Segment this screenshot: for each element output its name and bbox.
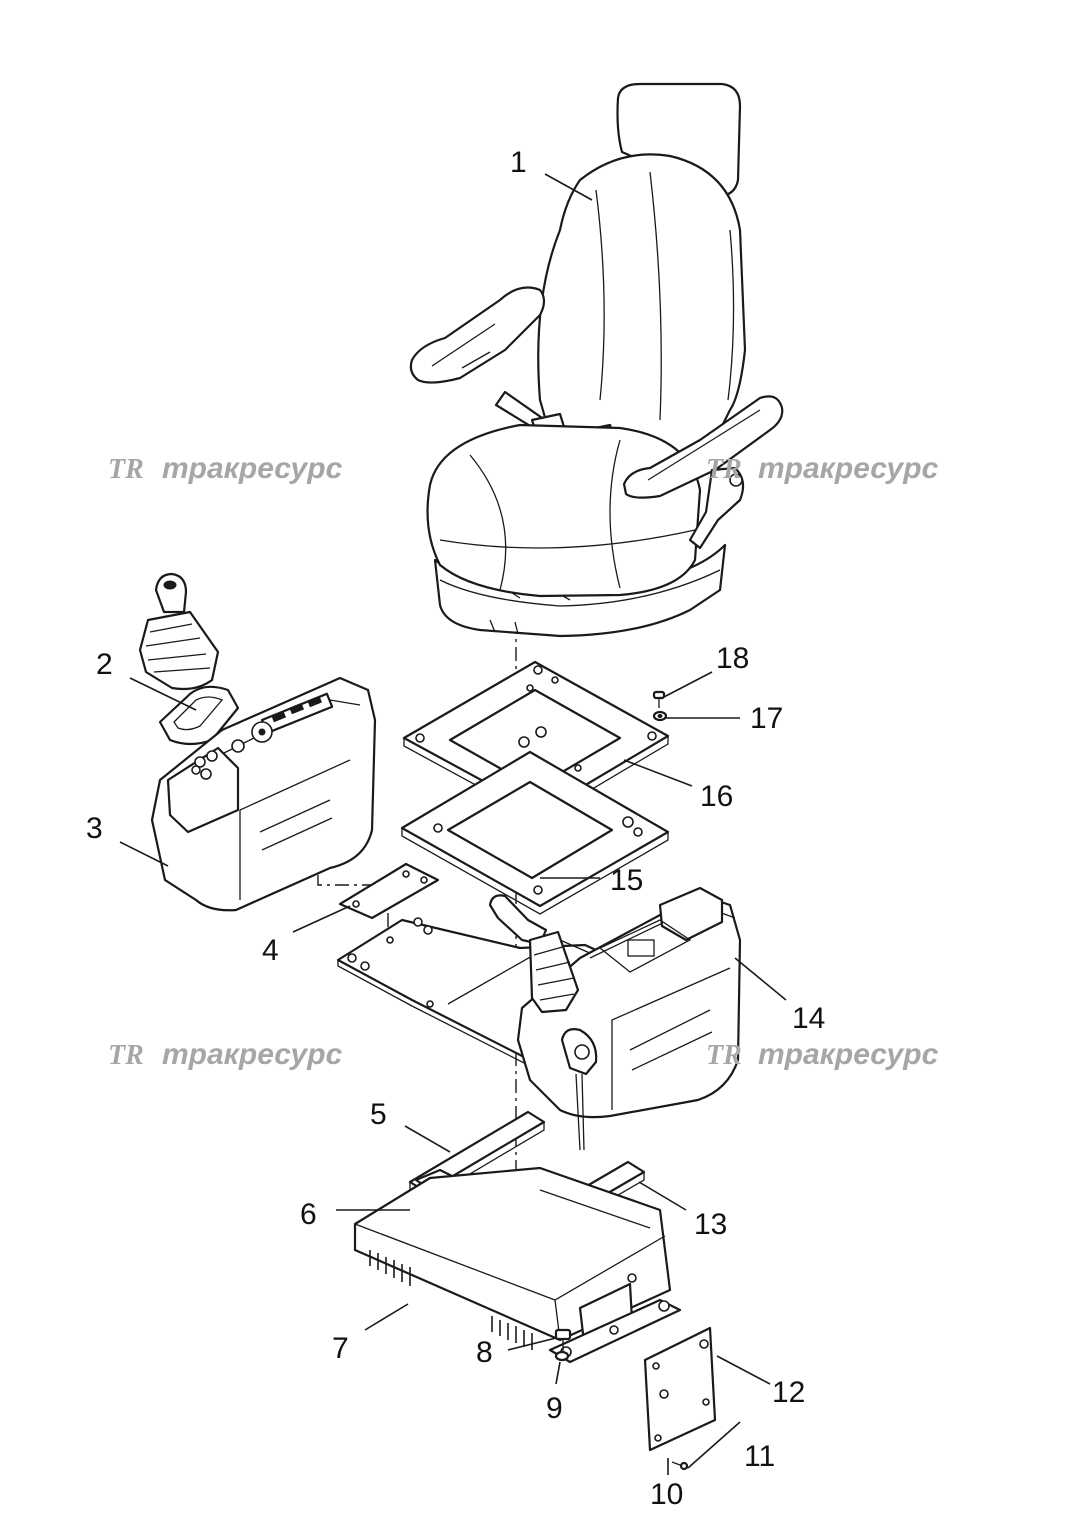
svg-text:тракресурс: тракресурс	[758, 1038, 939, 1071]
callout-3: 3	[86, 812, 103, 845]
callout-15: 15	[610, 864, 643, 897]
joystick-boot-left	[138, 572, 240, 746]
callout-18: 18	[716, 642, 749, 675]
callout-16: 16	[700, 780, 733, 813]
callout-6: 6	[300, 1198, 317, 1231]
callout-11: 11	[744, 1440, 775, 1473]
svg-text:тракресурс: тракресурс	[162, 452, 343, 485]
callout-14: 14	[792, 1002, 825, 1035]
watermark-top-right: TR тракресурс	[706, 452, 939, 485]
callout-12: 12	[772, 1376, 805, 1409]
callout-2: 2	[96, 648, 113, 681]
watermark-bottom-right: TR тракресурс	[706, 1038, 939, 1071]
vent-slots-left	[369, 1250, 411, 1286]
bracket-plate-small	[338, 862, 440, 920]
seat	[409, 82, 784, 638]
leader-lines	[119, 173, 787, 1475]
cover-plate	[643, 1326, 717, 1452]
vent-slots-right	[491, 1316, 533, 1350]
svg-text:TR: TR	[108, 1040, 144, 1071]
watermark-bottom-left: TR тракресурс	[108, 1038, 343, 1071]
seat-base-box	[353, 1166, 682, 1364]
bolt-small	[652, 690, 666, 708]
lower-mounting-plate	[400, 750, 670, 915]
svg-text:TR: TR	[706, 454, 742, 485]
callout-10: 10	[650, 1478, 683, 1511]
watermark-top-left: TR тракресурс	[108, 452, 343, 485]
callout-9: 9	[546, 1392, 563, 1425]
svg-text:TR: TR	[108, 454, 144, 485]
left-console	[150, 676, 377, 912]
callout-5: 5	[370, 1098, 387, 1131]
callout-7: 7	[332, 1332, 349, 1365]
callout-17: 17	[750, 702, 783, 735]
svg-text:тракресурс: тракресурс	[758, 452, 939, 485]
washer-lower	[554, 1350, 570, 1362]
right-console	[488, 886, 742, 1151]
callout-1: 1	[510, 146, 527, 179]
bolt	[554, 1328, 572, 1352]
callout-4: 4	[262, 934, 279, 967]
callout-8: 8	[476, 1336, 493, 1369]
svg-text:TR: TR	[706, 1040, 742, 1071]
callout-13: 13	[694, 1208, 727, 1241]
screw	[671, 1461, 689, 1471]
washer	[652, 710, 668, 722]
svg-text:тракресурс: тракресурс	[162, 1038, 343, 1071]
